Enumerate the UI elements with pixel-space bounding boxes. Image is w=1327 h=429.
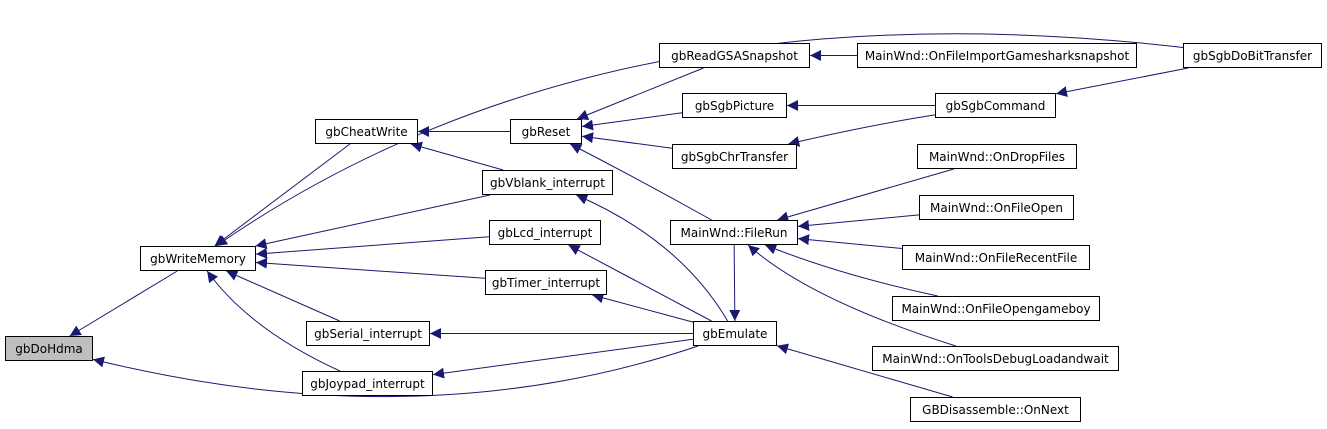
edge-OnFileOpengameboy-to-FileRun: [764, 243, 938, 297]
edge-OnFileRecentFile-to-FileRun: [797, 234, 903, 250]
node-gbEmulate[interactable]: gbEmulate: [693, 321, 777, 346]
edge-OnDropFiles-to-FileRun: [777, 168, 954, 223]
node-gbWriteMemory[interactable]: gbWriteMemory: [140, 246, 256, 271]
edge-gbVblank_interrupt-to-gbWriteMemory: [255, 194, 491, 250]
edge-gbEmulate-to-gbTimer_interrupt: [592, 292, 694, 323]
edge-GBDisassembleOnNext-to-gbEmulate: [776, 343, 953, 398]
edge-gbEmulate-to-gbDoHdma: [92, 345, 699, 398]
edge-FileRun-to-gbReset: [569, 143, 712, 221]
node-gbJoypad-interrupt[interactable]: gbJoypad_interrupt: [302, 371, 433, 396]
node-mainwnd-onfileopen[interactable]: MainWnd::OnFileOpen: [919, 195, 1074, 220]
node-mainwnd-ontoolsdebugloadandwait[interactable]: MainWnd::OnToolsDebugLoadandwait: [872, 346, 1119, 371]
node-mainwnd-onfileopengameboy[interactable]: MainWnd::OnFileOpengameboy: [892, 296, 1100, 321]
edge-gbSgbDoBitTransfer-to-gbSgbCommand: [1055, 67, 1189, 98]
node-gbLcd-interrupt[interactable]: gbLcd_interrupt: [489, 220, 601, 245]
edge-gbSerial_interrupt-to-gbWriteMemory: [226, 270, 340, 322]
edge-gbSgbPicture-to-gbReset: [581, 112, 683, 131]
edge-gbEmulate-to-gbJoypad_interrupt: [432, 338, 694, 379]
node-gbReset[interactable]: gbReset: [510, 119, 582, 144]
edge-gbEmulate-to-gbLcd_interrupt: [568, 244, 712, 322]
node-gbSgbDoBitTransfer[interactable]: gbSgbDoBitTransfer: [1183, 43, 1322, 68]
edge-OnFileOpen-to-FileRun: [797, 214, 920, 231]
edge-gbLcd_interrupt-to-gbWriteMemory: [255, 236, 490, 259]
edge-gbVblank_interrupt-to-gbCheatWrite: [410, 141, 504, 171]
edge-gbCheatWrite-to-gbWriteMemory: [214, 143, 351, 247]
edge-gbWriteMemory-to-gbDoHdma: [69, 270, 178, 337]
edge-gbReadGSASnapshot-to-gbReset: [576, 67, 704, 120]
node-gbSgbChrTransfer[interactable]: gbSgbChrTransfer: [672, 144, 797, 169]
edge-FileRun-to-gbEmulate: [729, 244, 741, 322]
edge-gbEmulate-to-gbVblank_interrupt: [576, 194, 729, 322]
node-gbTimer-interrupt[interactable]: gbTimer_interrupt: [485, 270, 607, 295]
node-mainwnd-onfilerecentfile[interactable]: MainWnd::OnFileRecentFile: [902, 245, 1090, 270]
edge-OnToolsDebugLoadandwait-to-FileRun: [747, 244, 957, 347]
node-gbCheatWrite[interactable]: gbCheatWrite: [315, 119, 418, 144]
edge-gbSgbDoBitTransfer-to-gbWriteMemory: [215, 33, 1184, 247]
node-mainwnd-onfileimportgamesharksnapshot[interactable]: MainWnd::OnFileImportGamesharksnapshot: [857, 43, 1137, 68]
node-gbSgbCommand[interactable]: gbSgbCommand: [935, 93, 1056, 118]
node-gbSerial-interrupt[interactable]: gbSerial_interrupt: [306, 321, 430, 346]
edge-gbTimer_interrupt-to-gbWriteMemory: [255, 257, 486, 279]
edge-gbSgbChrTransfer-to-gbReset: [581, 132, 673, 149]
node-mainwnd-filerun[interactable]: MainWnd::FileRun: [670, 220, 798, 245]
node-gbDoHdma: gbDoHdma: [5, 336, 93, 361]
node-gbReadGSASnapshot[interactable]: gbReadGSASnapshot: [659, 43, 810, 68]
node-gbSgbPicture[interactable]: gbSgbPicture: [682, 93, 787, 118]
edge-gbJoypad_interrupt-to-gbWriteMemory: [206, 270, 341, 372]
node-gbdisassemble-onnext[interactable]: GBDisassemble::OnNext: [910, 397, 1081, 422]
edge-gbSgbCommand-to-gbSgbChrTransfer: [788, 114, 936, 147]
node-gbVblank-interrupt[interactable]: gbVblank_interrupt: [482, 170, 613, 195]
node-mainwnd-ondropfiles[interactable]: MainWnd::OnDropFiles: [917, 144, 1077, 169]
